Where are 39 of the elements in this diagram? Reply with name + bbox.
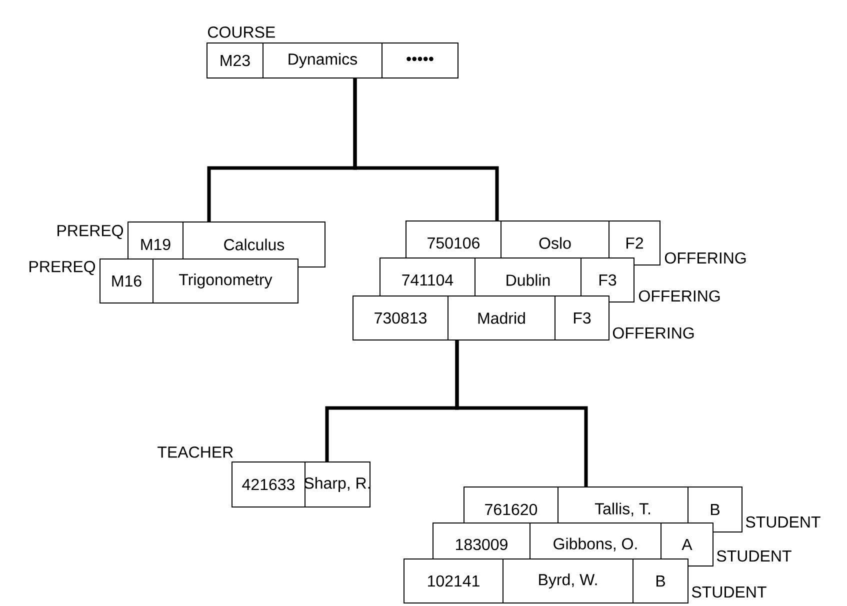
field-value: M19 — [141, 238, 170, 250]
field-value: 741104 — [402, 274, 454, 286]
field-value: F2 — [626, 237, 644, 249]
connector-line — [353, 78, 499, 220]
record-type-label: STUDENT — [716, 550, 792, 562]
field-value: ••••• — [406, 56, 434, 62]
field-value: Sharp, R. — [304, 477, 370, 492]
field-value: 102141 — [428, 575, 480, 587]
field-value: Byrd, W. — [539, 574, 597, 588]
record-type-label: PREREQ — [30, 260, 96, 276]
field-value: B — [710, 504, 720, 515]
field-value: Trigonometry — [179, 274, 272, 288]
field-value: Calculus — [224, 238, 284, 250]
field-value: Tallis, T. — [594, 502, 650, 516]
record-type-label: PREREQ — [58, 224, 124, 240]
field-value: 750106 — [428, 237, 480, 249]
field-value: 761620 — [485, 504, 538, 516]
field-value: Gibbons, O. — [554, 538, 637, 552]
field-value: Madrid — [478, 312, 525, 324]
record-type-label: STUDENT — [692, 586, 766, 598]
record-type-label: OFFERING — [638, 290, 720, 302]
field-value: 183009 — [456, 538, 508, 550]
connector-line — [455, 340, 588, 486]
field-value: F3 — [574, 312, 591, 324]
record-type-label: OFFERING — [612, 327, 694, 339]
field-value: Oslo — [539, 237, 571, 249]
record-type-label: OFFERING — [664, 252, 746, 264]
record-type-label: STUDENT — [746, 516, 820, 528]
field-value: B — [656, 576, 665, 586]
field-value: Dynamics — [288, 53, 358, 68]
field-value: Dublin — [506, 274, 550, 286]
record-type-label: TEACHER — [158, 446, 233, 458]
field-value: F3 — [599, 274, 616, 286]
field-value: M23 — [220, 54, 250, 66]
field-value: M16 — [112, 275, 142, 287]
field-value: A — [682, 539, 692, 550]
field-value: 730813 — [374, 312, 426, 324]
record-type-label: COURSE — [208, 26, 275, 38]
field-value: 421633 — [242, 478, 294, 490]
